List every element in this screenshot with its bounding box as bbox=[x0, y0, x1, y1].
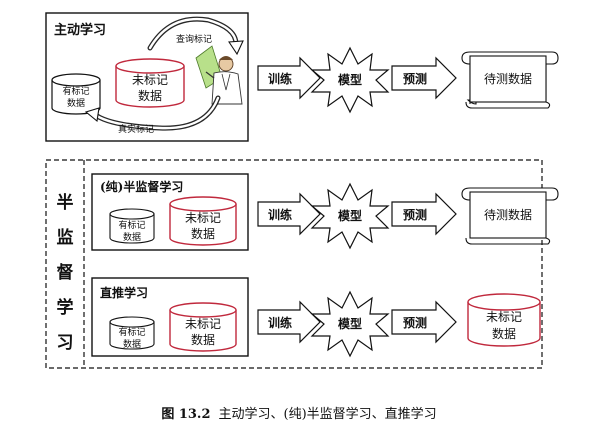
semi-supervised-outer-box bbox=[45, 159, 543, 369]
svg-text:监: 监 bbox=[57, 227, 74, 248]
trans-labeled-cylinder: 有标记 数据 bbox=[109, 316, 155, 350]
svg-text:模型: 模型 bbox=[338, 72, 362, 87]
svg-text:未标记: 未标记 bbox=[185, 211, 221, 225]
svg-text:训练: 训练 bbox=[268, 207, 292, 222]
svg-text:半: 半 bbox=[57, 192, 74, 213]
train-arrow: 训练 bbox=[257, 192, 321, 236]
train-arrow: 训练 bbox=[257, 56, 321, 100]
query-arrow: 查询标记 bbox=[147, 16, 244, 56]
test-data-scroll: 待测数据 bbox=[461, 51, 559, 109]
semi-supervised-vertical-label: 半 监 督 学 习 bbox=[57, 192, 74, 353]
flow-row-active: 训练 模型 预测 待测数据 bbox=[257, 46, 559, 114]
truth-label: 真实标记 bbox=[118, 123, 154, 135]
svg-text:习: 习 bbox=[57, 333, 74, 353]
svg-text:模型: 模型 bbox=[338, 316, 362, 331]
semi-unlabeled-cylinder: 未标记 数据 bbox=[169, 196, 237, 246]
svg-text:预测: 预测 bbox=[403, 315, 427, 330]
svg-text:有标记: 有标记 bbox=[118, 219, 145, 231]
svg-text:未标记: 未标记 bbox=[185, 317, 221, 331]
predict-arrow: 预测 bbox=[391, 300, 457, 344]
figure-caption: 图 13.2 主动学习、(纯)半监督学习、直推学习 bbox=[0, 403, 598, 422]
model-starburst: 模型 bbox=[310, 290, 390, 358]
svg-text:数据: 数据 bbox=[123, 231, 141, 243]
svg-text:数据: 数据 bbox=[492, 326, 516, 341]
svg-text:训练: 训练 bbox=[268, 315, 292, 330]
figure-number: 图 13.2 bbox=[161, 407, 211, 422]
unlabeled-data-line1: 未标记 bbox=[132, 73, 168, 87]
svg-text:待测数据: 待测数据 bbox=[484, 207, 532, 222]
active-learning-title: 主动学习 bbox=[54, 22, 106, 38]
svg-text:数据: 数据 bbox=[191, 332, 215, 347]
svg-text:预测: 预测 bbox=[403, 207, 427, 222]
model-starburst: 模型 bbox=[310, 182, 390, 250]
svg-text:模型: 模型 bbox=[338, 208, 362, 223]
unlabeled-data-line2: 数据 bbox=[138, 88, 162, 103]
svg-text:督: 督 bbox=[57, 262, 74, 283]
svg-text:训练: 训练 bbox=[268, 71, 292, 86]
svg-text:有标记: 有标记 bbox=[118, 326, 145, 338]
truth-label-arrow: 真实标记 bbox=[84, 95, 221, 135]
train-arrow: 训练 bbox=[257, 300, 321, 344]
predict-arrow: 预测 bbox=[391, 192, 457, 236]
query-label: 查询标记 bbox=[176, 33, 212, 45]
model-starburst: 模型 bbox=[310, 46, 390, 114]
svg-text:待测数据: 待测数据 bbox=[484, 71, 532, 86]
predict-arrow: 预测 bbox=[391, 56, 457, 100]
unlabeled-data-cylinder: 未标记 数据 bbox=[115, 58, 185, 108]
target-unlabeled-cylinder: 未标记 数据 bbox=[467, 293, 541, 347]
labeled-data-line2: 数据 bbox=[67, 97, 85, 109]
transductive-title: 直推学习 bbox=[100, 285, 148, 300]
semi-supervised-title: (纯)半监督学习 bbox=[100, 179, 183, 194]
figure-caption-text: 主动学习、(纯)半监督学习、直推学习 bbox=[218, 407, 437, 422]
svg-text:数据: 数据 bbox=[191, 226, 215, 241]
transductive-box bbox=[91, 277, 249, 357]
trans-unlabeled-cylinder: 未标记 数据 bbox=[169, 302, 237, 352]
semi-supervised-box bbox=[91, 173, 249, 251]
labeled-data-cylinder: 有标记 数据 bbox=[51, 73, 101, 115]
svg-text:未标记: 未标记 bbox=[486, 310, 522, 324]
svg-text:学: 学 bbox=[57, 297, 74, 318]
svg-text:数据: 数据 bbox=[123, 338, 141, 350]
flow-row-transductive: 训练 模型 预测 未标记 数据 bbox=[257, 290, 541, 358]
flow-row-semi: 训练 模型 预测 待测数据 bbox=[257, 182, 559, 250]
expert-person-icon bbox=[195, 45, 243, 105]
active-learning-box bbox=[45, 12, 249, 142]
svg-text:预测: 预测 bbox=[403, 71, 427, 86]
test-data-scroll: 待测数据 bbox=[461, 187, 559, 245]
labeled-data-line1: 有标记 bbox=[62, 85, 89, 97]
semi-labeled-cylinder: 有标记 数据 bbox=[109, 208, 155, 244]
